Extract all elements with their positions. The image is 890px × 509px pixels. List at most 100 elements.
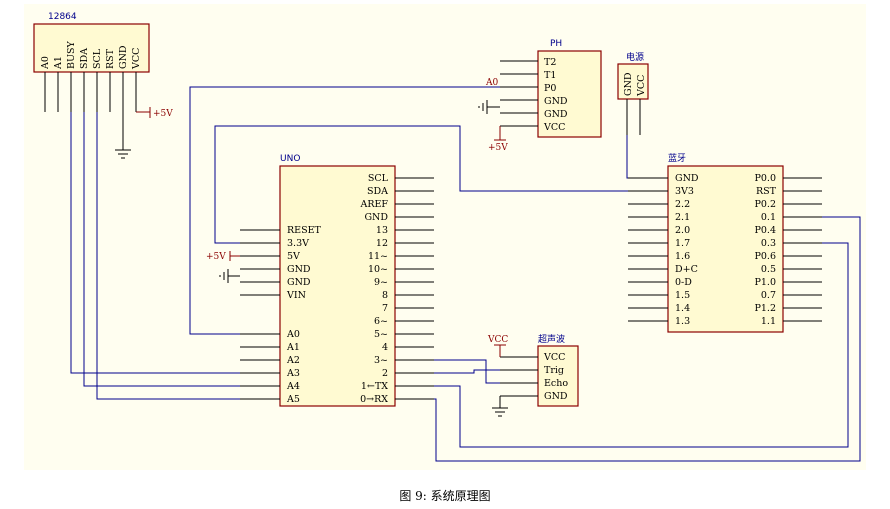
lcd-pin-gnd: GND [118,45,129,69]
uno-pin-8: 8 [382,290,388,301]
uno-pin-3: 3~ [374,355,388,366]
uno-pin-a0: A0 [286,329,300,340]
wire-bt-3v3-to-uno-3v3 [214,125,628,244]
lcd-pin-sda: SDA [79,48,90,69]
figure-caption: 图 9: 系统原理图 [399,489,490,503]
uno-pin-sda: SDA [367,186,388,197]
lcd-pin-vcc: VCC [131,48,142,70]
ph-net-label-a0: A0 [485,78,498,88]
bluetooth-body [667,165,784,333]
wire-power-gnd-to-bt-gnd [626,135,628,179]
uno-right-pins: SCL SDA AREF GND 13 12 11~ 10~ 9~ 8 7 6~… [359,173,388,405]
bt-pin-0-d: 0-D [675,277,692,288]
uno-pin-0-rx: 0→RX [360,394,388,405]
uno-pin-7: 7 [382,303,388,314]
bt-pin-1-3: 1.3 [675,316,690,327]
uno-body [279,165,396,407]
ph-pin-gnd-1: GND [544,96,568,107]
ph-pin-vcc: VCC [543,122,565,133]
bt-pin-p0-4: P0.4 [754,225,776,236]
uno-pin-gnd-r: GND [364,212,388,223]
us-pin-echo: Echo [544,378,568,389]
uno-ground-symbol [219,269,229,283]
uno-left-pins: RESET 3.3V 5V GND GND VIN A0 A1 A2 A3 A4… [286,225,322,405]
arduino-uno: UNO SCL SDA AREF GND 13 12 11~ 10~ 9~ 8 … [206,154,434,407]
bluetooth-right-pins: P0.0 RST P0.2 0.1 P0.4 0.3 P0.6 0.5 P1.0… [754,173,776,327]
uno-left-leads [240,229,280,400]
uno-pin-10: 10~ [368,264,388,275]
uno-pin-a2: A2 [286,355,300,366]
bt-pin-1-4: 1.4 [675,303,690,314]
ph-power-symbol [494,126,506,141]
lcd-ground-symbol [115,149,131,159]
bluetooth-left-leads [628,177,668,322]
lcd-pin-scl: SCL [92,48,103,69]
wire-ph-p0-to-a0 [189,86,500,335]
lcd-power-symbol [136,107,151,118]
ultrasonic-body [537,345,579,407]
us-pin-trig: Trig [544,365,564,376]
ultrasonic-leads [500,356,538,397]
lcd-pin-busy: BUSY [66,41,77,69]
uno-pin-vin: VIN [286,290,306,301]
bt-pin-p1-0: P1.0 [754,277,776,288]
uno-pin-12: 12 [376,238,388,249]
us-pin-vcc: VCC [543,352,565,363]
uno-pin-a4: A4 [286,381,300,392]
bt-pin-0-7: 0.7 [761,290,776,301]
wire-uno-tx-to-bt [434,242,849,448]
uno-pin-scl: SCL [368,173,389,184]
wire-uno-rx-to-bt [434,216,861,462]
power-header-pin-gnd: GND [623,72,634,96]
wire-lcd-to-a3 [70,112,240,374]
bt-pin-d-c: D+C [675,264,698,275]
ph-pin-t2: T2 [544,57,556,68]
bt-pin-0-5: 0.5 [761,264,776,275]
uno-pin-gnd-l2: GND [287,277,311,288]
interconnect-wires [70,86,861,462]
uno-pin-5v: 5V [287,251,300,262]
power-header: 电源 GND VCC [617,51,649,135]
bt-pin-3v3: 3V3 [675,186,694,197]
power-header-leads [626,99,641,135]
ph-sensor: PH T2 T1 P0 GND GND VCC A0 +5V [478,39,602,153]
bluetooth-left-pins: GND 3V3 2.2 2.1 2.0 1.7 1.6 D+C 0-D 1.5 … [675,173,699,327]
uno-pin-5: 5~ [374,329,388,340]
ph-ground-symbol [478,100,488,114]
power-header-body [617,63,649,100]
bluetooth-module: 蓝牙 GND 3V3 2.2 2.1 2.0 1.7 1.6 D+C 0-D 1… [628,152,822,333]
bt-pin-p0-0: P0.0 [754,173,776,184]
ph-body [537,50,602,138]
bt-pin-2-0: 2.0 [675,225,690,236]
uno-power-label: +5V [206,252,226,262]
ultrasonic-power-symbol [494,344,506,357]
uno-pin-1-tx: 1←TX [361,381,388,392]
lcd-pin-a1: A1 [53,56,64,70]
bt-pin-1-5: 1.5 [675,290,690,301]
uno-pin-13: 13 [376,225,388,236]
bt-pin-0-1: 0.1 [761,212,776,223]
ph-pin-leads [500,60,538,127]
ultrasonic-power-label: VCC [487,335,508,345]
ultrasonic-title: 超声波 [538,333,565,345]
us-pin-gnd: GND [544,391,568,402]
uno-pin-a1: A1 [286,342,300,353]
bluetooth-title: 蓝牙 [668,152,686,164]
lcd-title: 12864 [48,12,77,22]
uno-pin-reset: RESET [287,225,322,236]
uno-power-symbol [229,251,240,261]
wire-lcd-to-a5 [96,112,240,400]
bt-pin-p0-6: P0.6 [754,251,776,262]
bt-pin-2-1: 2.1 [675,212,690,223]
ph-power-label: +5V [488,143,508,153]
uno-pin-a3: A3 [286,368,300,379]
ph-pin-gnd-2: GND [544,109,568,120]
ph-pin-t1: T1 [544,70,556,81]
uno-pin-9: 9~ [374,277,388,288]
uno-pin-2: 2 [382,368,388,379]
uno-title: UNO [280,154,300,164]
lcd-pin-rst: RST [105,48,116,69]
ph-pin-p0: P0 [544,83,556,94]
lcd-body [33,23,150,73]
